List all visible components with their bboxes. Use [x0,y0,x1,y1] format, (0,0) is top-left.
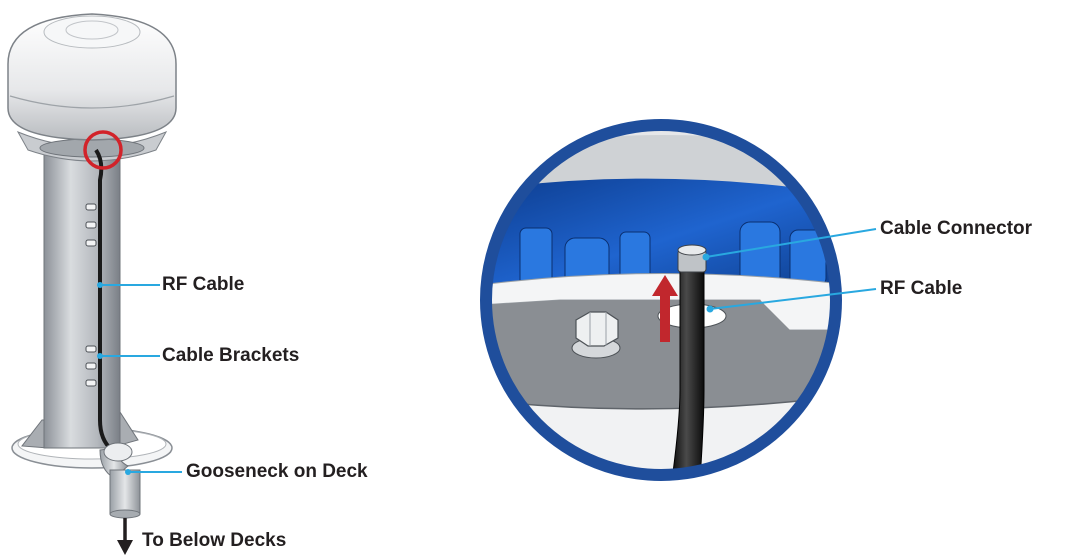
mast-tube [44,148,120,448]
label-cable-connector: Cable Connector [880,218,1032,240]
to-below-decks-arrow [117,518,133,555]
label-cable-brackets: Cable Brackets [162,345,299,367]
hex-nut [572,312,620,358]
label-to-below-decks: To Below Decks [142,530,286,552]
connector-detail-view [480,120,850,480]
cable-bracket-group-upper [86,204,96,246]
label-rf-cable-right: RF Cable [880,278,962,300]
cable-connector [678,245,706,272]
cable-bracket-group-lower [86,346,96,386]
label-gooseneck-on-deck: Gooseneck on Deck [186,461,368,483]
label-rf-cable-left: RF Cable [162,274,244,296]
